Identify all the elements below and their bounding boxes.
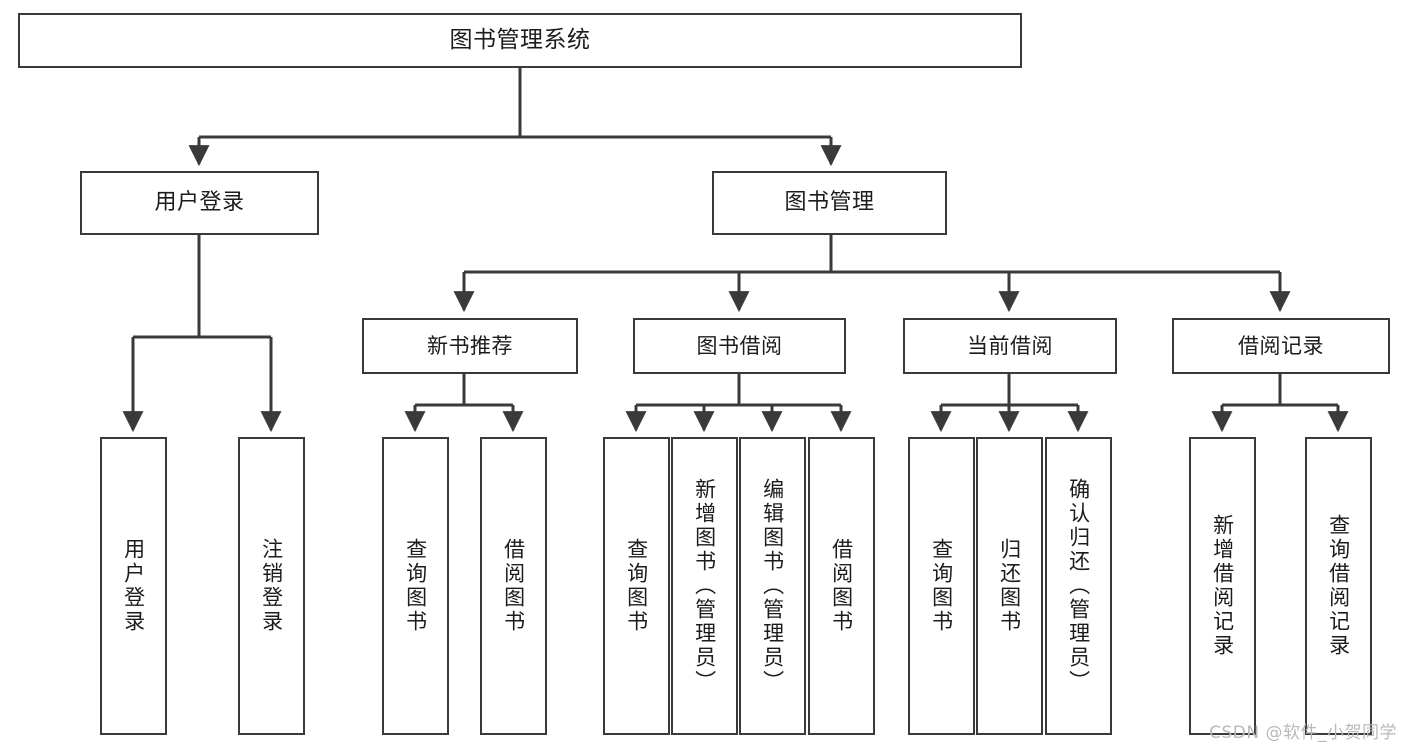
node-label: 新增图书（管理员） — [692, 478, 717, 694]
node-label: 查询借阅记录 — [1326, 514, 1351, 658]
node-root-book-management-system[interactable]: 图书管理系统 — [18, 13, 1022, 68]
node-user-login[interactable]: 用户登录 — [80, 171, 319, 235]
leaf-current-borrow-query-books[interactable]: 查询图书 — [908, 437, 975, 735]
leaf-user-login-login[interactable]: 用户登录 — [100, 437, 167, 735]
node-book-borrowing[interactable]: 图书借阅 — [633, 318, 846, 374]
node-label: 查询图书 — [929, 538, 954, 634]
leaf-book-borrow-edit-book-admin[interactable]: 编辑图书（管理员） — [739, 437, 806, 735]
watermark-text: CSDN @软件_小贺同学 — [1209, 723, 1397, 743]
node-new-book-recommendation[interactable]: 新书推荐 — [362, 318, 578, 374]
node-current-borrowing[interactable]: 当前借阅 — [903, 318, 1117, 374]
node-label: 查询图书 — [624, 538, 649, 634]
leaf-book-borrow-borrow-books[interactable]: 借阅图书 — [808, 437, 875, 735]
node-label: 编辑图书（管理员） — [760, 478, 785, 694]
node-label: 用户登录 — [121, 538, 146, 634]
leaf-new-book-borrow-books[interactable]: 借阅图书 — [480, 437, 547, 735]
node-label: 注销登录 — [259, 538, 284, 634]
node-book-management[interactable]: 图书管理 — [712, 171, 947, 235]
node-label: 借阅记录 — [1238, 333, 1324, 358]
node-label: 确认归还（管理员） — [1066, 478, 1091, 694]
node-label: 图书管理系统 — [449, 26, 591, 53]
leaf-book-borrow-query-books[interactable]: 查询图书 — [603, 437, 670, 735]
node-label: 新书推荐 — [427, 333, 513, 358]
node-label: 图书借阅 — [696, 333, 783, 358]
node-label: 图书管理 — [784, 189, 875, 215]
node-label: 借阅图书 — [501, 538, 526, 634]
leaf-current-borrow-confirm-return-admin[interactable]: 确认归还（管理员） — [1045, 437, 1112, 735]
leaf-current-borrow-return-books[interactable]: 归还图书 — [976, 437, 1043, 735]
node-label: 归还图书 — [997, 538, 1022, 634]
leaf-borrow-record-add-record[interactable]: 新增借阅记录 — [1189, 437, 1256, 735]
leaf-book-borrow-add-book-admin[interactable]: 新增图书（管理员） — [671, 437, 738, 735]
node-label: 用户登录 — [154, 189, 245, 215]
node-label: 当前借阅 — [967, 333, 1053, 358]
node-label: 借阅图书 — [829, 538, 854, 634]
node-label: 新增借阅记录 — [1210, 514, 1235, 658]
leaf-borrow-record-query-record[interactable]: 查询借阅记录 — [1305, 437, 1372, 735]
node-borrowing-record[interactable]: 借阅记录 — [1172, 318, 1390, 374]
leaf-user-login-logout[interactable]: 注销登录 — [238, 437, 305, 735]
node-label: 查询图书 — [403, 538, 428, 634]
leaf-new-book-query-books[interactable]: 查询图书 — [382, 437, 449, 735]
